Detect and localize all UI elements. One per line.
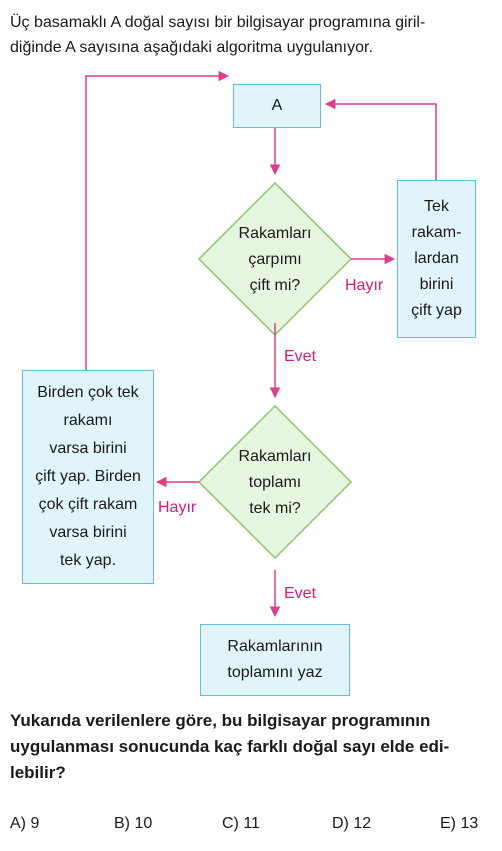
right-box-line-3: lardan (414, 250, 459, 267)
intro-line-1: Üç basamaklı A doğal sayısı bir bilgisay… (10, 14, 426, 31)
decision-1-line-2: çarpımı (248, 251, 302, 268)
question-line-3: lebilir? (10, 763, 66, 782)
right-box-line-2: rakam- (411, 224, 462, 241)
choice-e[interactable]: E) 13 (440, 815, 479, 832)
end-output-box: Rakamlarının toplamını yaz (200, 624, 350, 696)
start-box-a: A (233, 84, 321, 128)
question-line-1: Yukarıda verilenlere göre, bu bilgisayar… (10, 711, 431, 730)
right-process-box: Tek rakam- lardan birini çift yap (397, 180, 476, 338)
left-process-box: Birden çok tek rakamı varsa birini çift … (22, 370, 154, 584)
start-box-label: A (271, 97, 283, 114)
choice-a[interactable]: A) 9 (10, 815, 40, 832)
intro-text: Üç basamaklı A doğal sayısı bir bilgisay… (10, 10, 492, 60)
left-box-line-3: varsa birini (49, 440, 127, 457)
end-box-line-2: toplamını yaz (227, 664, 323, 681)
decision-diamond-2 (197, 404, 353, 560)
decision-2-label: Rakamları toplamı tek mi? (215, 444, 335, 522)
hayir-label-1: Hayır (345, 277, 384, 294)
arrow-leftbox-to-a (85, 70, 230, 370)
decision-2-line-3: tek mi? (249, 500, 301, 517)
right-box-line-5: çift yap (411, 302, 462, 319)
arrow-rightbox-to-a (324, 98, 437, 180)
left-box-line-5: çok çift rakam (38, 496, 138, 513)
left-box-line-4: çift yap. Birden (35, 468, 141, 485)
question-text: Yukarıda verilenlere göre, bu bilgisayar… (10, 708, 492, 786)
end-box-line-1: Rakamlarının (227, 638, 323, 655)
question-line-2: uygulanması sonucunda kaç farklı doğal s… (10, 737, 450, 756)
left-box-line-2: rakamı (63, 412, 113, 429)
hayir-label-2: Hayır (158, 499, 197, 516)
decision-1-line-1: Rakamları (238, 225, 312, 242)
decision-1-label: Rakamları çarpımı çift mi? (215, 221, 335, 299)
evet-label-1: Evet (284, 348, 317, 365)
choice-c[interactable]: C) 11 (222, 815, 260, 832)
left-box-line-1: Birden çok tek (37, 384, 139, 401)
right-box-line-4: birini (419, 276, 454, 293)
decision-1-line-3: çift mi? (249, 277, 301, 294)
evet-label-2: Evet (284, 585, 317, 602)
decision-2-line-2: toplamı (248, 474, 302, 491)
left-box-line-6: varsa birini (49, 524, 127, 541)
choice-b[interactable]: B) 10 (114, 815, 153, 832)
choice-d[interactable]: D) 12 (332, 815, 372, 832)
right-box-line-1: Tek (424, 198, 449, 215)
intro-line-2: diğinde A sayısına aşağıdaki algoritma u… (10, 39, 373, 56)
decision-2-line-1: Rakamları (238, 448, 312, 465)
left-box-line-7: tek yap. (59, 552, 117, 569)
